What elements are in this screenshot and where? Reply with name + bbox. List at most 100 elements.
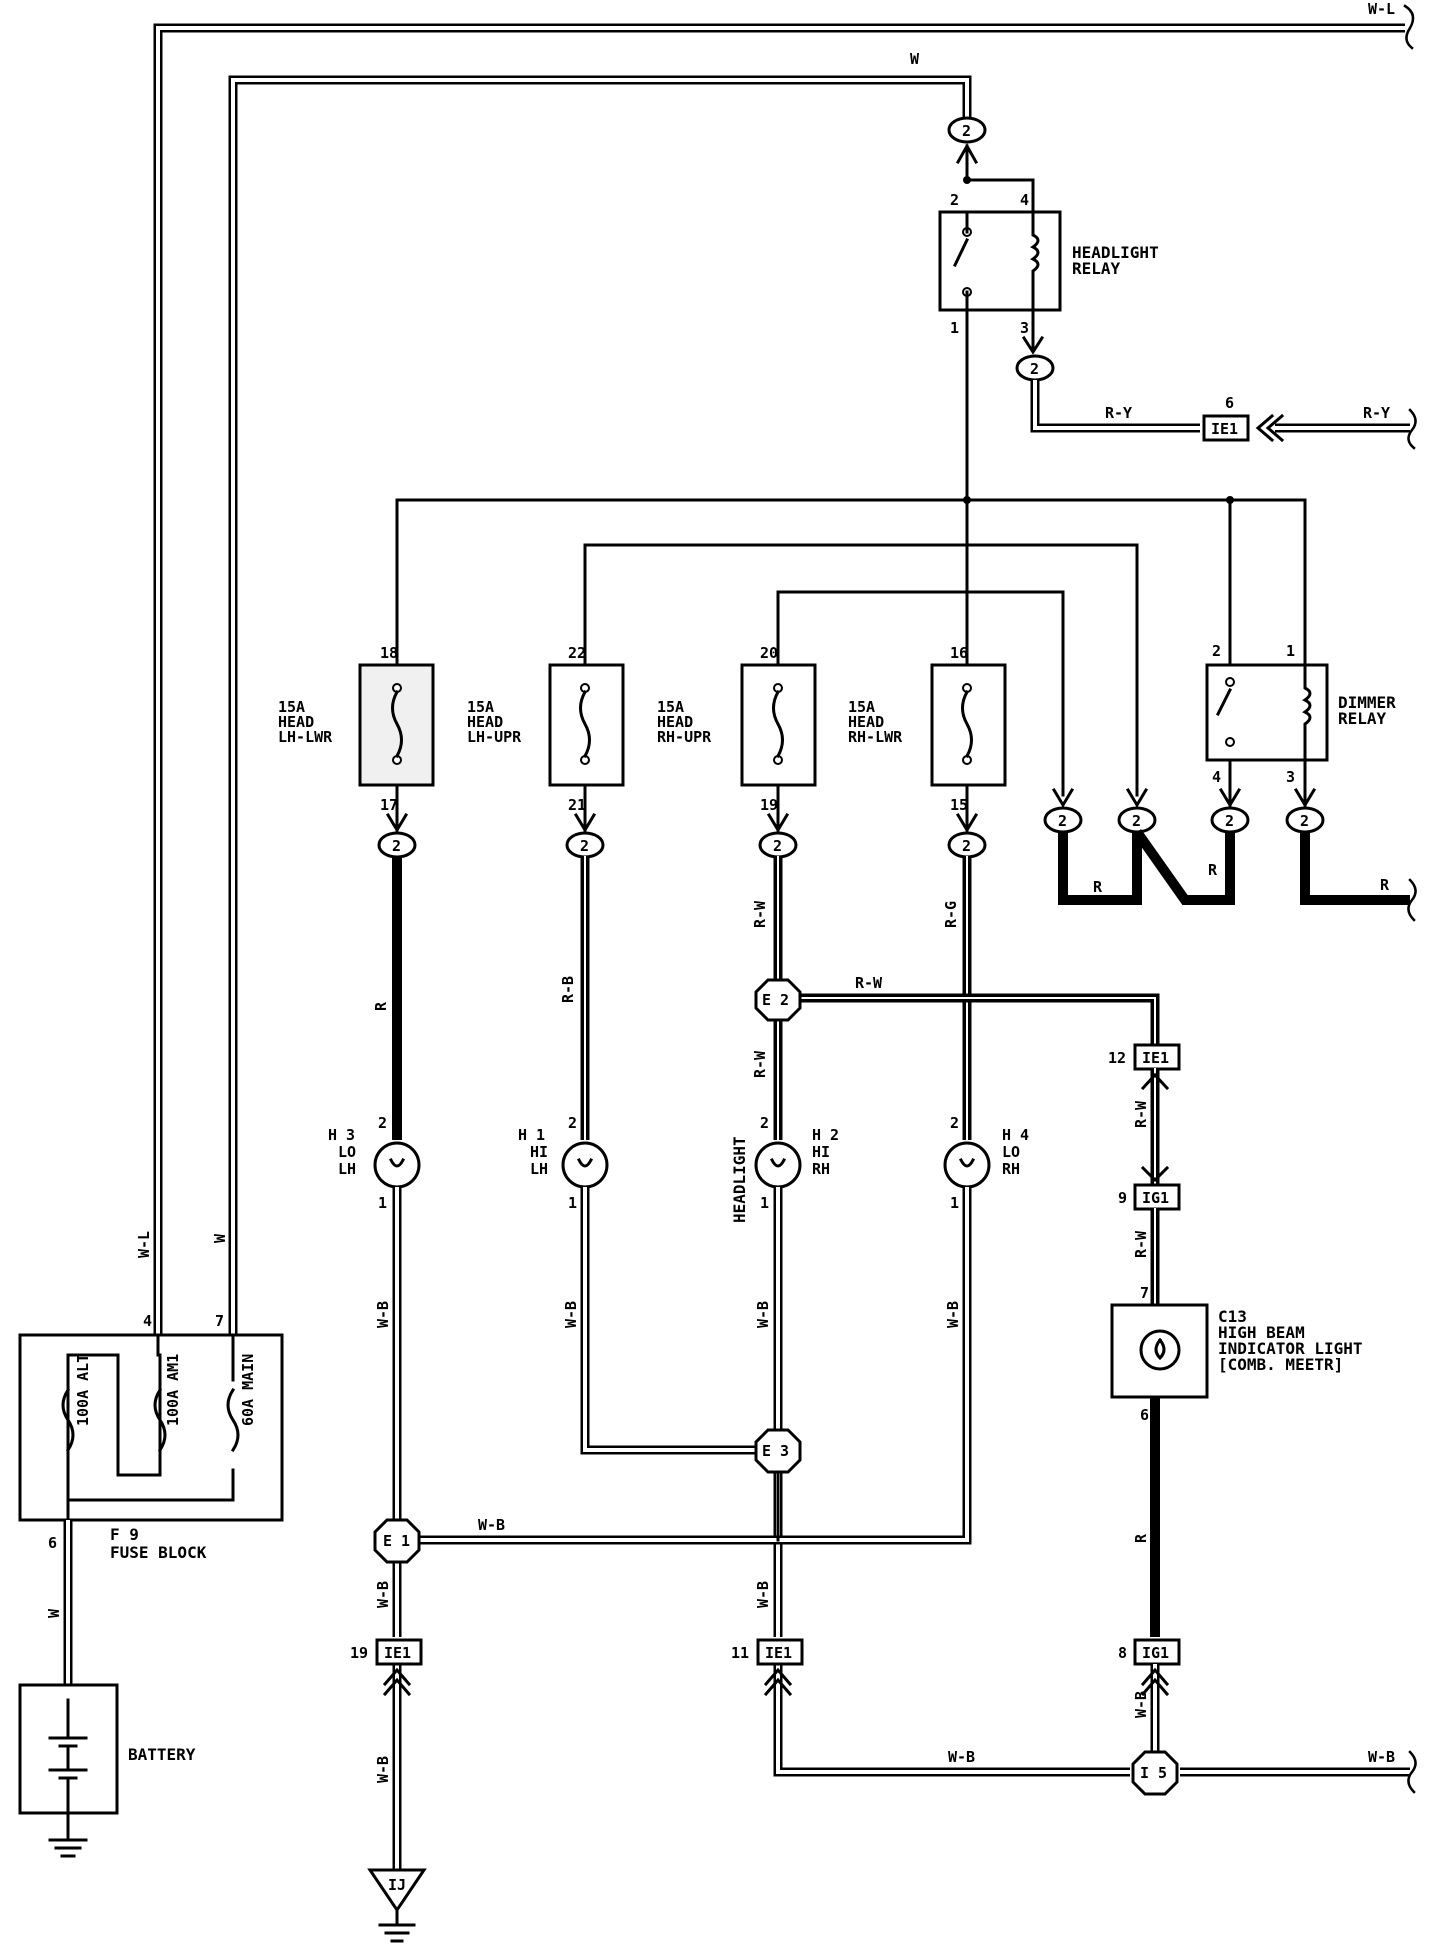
connector-ig1-mid: IG1 — [1133, 1183, 1181, 1211]
wire-label-rh-upr: R-W — [751, 900, 769, 928]
svg-text:2: 2 — [1300, 812, 1309, 830]
wire-label-dimmer-r1: R — [1093, 878, 1103, 896]
lamp-h4-pin-top: 2 — [950, 1114, 959, 1132]
wire-label-ig1-c13: R-W — [1132, 1230, 1150, 1258]
connector-arrow — [1255, 413, 1285, 443]
connector-ie1-top-pin: 6 — [1225, 394, 1234, 412]
continuation-mark — [1403, 4, 1415, 50]
fuse-block-fuse1: 100A ALT — [74, 1354, 92, 1426]
fuse-block-fuse2: 100A AM1 — [164, 1354, 182, 1426]
wire-label-e3-down: W-B — [754, 1581, 772, 1608]
hl-relay-pin3: 3 — [1020, 319, 1029, 337]
lamp-h2-pin-bot: 1 — [760, 1194, 769, 1212]
wire-label-ie1-ig1: R-W — [1132, 1100, 1150, 1128]
fuse-block-pin4: 4 — [143, 1312, 152, 1330]
splice-e1: E 1 — [373, 1518, 421, 1564]
wire-label-fuse-batt: W — [45, 1608, 63, 1618]
fuse-block-name: FUSE BLOCK — [110, 1543, 207, 1562]
dimmer-relay-pin4: 4 — [1212, 768, 1221, 786]
lamp-h3-pin-top: 2 — [378, 1114, 387, 1132]
svg-text:IJ: IJ — [388, 1876, 406, 1894]
splice-i5: I 5 — [1131, 1750, 1179, 1796]
connector-ig1-bottom-pin: 8 — [1118, 1644, 1127, 1662]
wire-label-c13-ig1: R — [1132, 1533, 1150, 1543]
fuse-rh-lwr-name: HEAD — [848, 713, 884, 731]
indicator-pin-top: 7 — [1140, 1284, 1149, 1302]
connector-ie1-top: IE1 — [1202, 414, 1250, 442]
indicator-l2: INDICATOR LIGHT — [1218, 1339, 1363, 1358]
dimmer-relay-label-1: DIMMER — [1338, 693, 1396, 712]
svg-text:E 3: E 3 — [762, 1442, 789, 1460]
svg-text:2: 2 — [773, 837, 782, 855]
svg-text:E 2: E 2 — [762, 991, 789, 1009]
arrows-up-connectors — [382, 1667, 1170, 1697]
wire-label-w-top: W — [910, 50, 920, 68]
dimmer-relay-pin3: 3 — [1286, 768, 1295, 786]
lamp-h3-pin-bot: 1 — [378, 1194, 387, 1212]
lamp-h1-pin-bot: 1 — [568, 1194, 577, 1212]
fuse-block-pin7: 7 — [215, 1312, 224, 1330]
headlight-group-label: HEADLIGHT — [730, 1136, 749, 1223]
fuse-rh-upr-pin-top: 20 — [760, 644, 778, 662]
fuse-rh-upr-amp: 15A — [657, 698, 684, 716]
fuse-rh-lwr-pin-top: 16 — [950, 644, 968, 662]
svg-text:E 1: E 1 — [383, 1532, 410, 1550]
hl-relay-label-2: RELAY — [1072, 259, 1121, 278]
wire-w-l-top — [153, 23, 1405, 1335]
lamp-h4-l2: RH — [1002, 1160, 1020, 1178]
lamp-h1 — [561, 1141, 609, 1189]
svg-text:2: 2 — [1030, 360, 1039, 378]
lamp-h4 — [943, 1141, 991, 1189]
fuse-rh-lwr-pin-bot: 15 — [950, 796, 968, 814]
wire-label-ig1-i5: W-B — [1132, 1691, 1150, 1718]
connector-ie1-left: IE1 — [375, 1638, 423, 1666]
wires-dimmer-r — [1058, 829, 1410, 905]
fuse-rh-upr-name: HEAD — [657, 713, 693, 731]
wire-label-w-l-top: W-L — [1368, 0, 1395, 18]
lamp-h4-l1: LO — [1002, 1143, 1020, 1161]
junction-rh-lwr: 2 — [947, 831, 987, 859]
fuse-lh-lwr-pin-top: 18 — [380, 644, 398, 662]
junction-rh-upr: 2 — [758, 831, 798, 859]
fuse-lh-upr-pin-bot: 21 — [568, 796, 586, 814]
lamp-h3 — [373, 1141, 421, 1189]
splice-e2: E 2 — [754, 978, 802, 1022]
wires-fuse-out — [395, 783, 969, 832]
wires-ground — [392, 1187, 1410, 1870]
wire-label-fuse-w-l: W-L — [135, 1231, 153, 1258]
dimmer-relay-pin1: 1 — [1286, 642, 1295, 660]
svg-text:IE1: IE1 — [384, 1644, 411, 1662]
fuse-lh-lwr-pos: LH-LWR — [278, 728, 333, 746]
junction-dimmer-b: 2 — [1117, 806, 1157, 834]
indicator-l3: [COMB. MEETR] — [1218, 1355, 1343, 1374]
wire-label-dimmer-r2: R — [1208, 861, 1218, 879]
splice-e3: E 3 — [754, 1428, 802, 1474]
lamp-h2-pin-top: 2 — [760, 1114, 769, 1132]
arrow-down — [1021, 335, 1045, 355]
wire-label-e1-down: W-B — [374, 1581, 392, 1608]
wire-w-top — [228, 75, 972, 1335]
wire-label-lh-lwr: R — [372, 1001, 390, 1011]
fuse-block-id: F 9 — [110, 1525, 139, 1544]
fuse-lh-upr-pos: LH-UPR — [467, 728, 522, 746]
wire-label-lh-lo-gnd: W-B — [374, 1301, 392, 1328]
svg-text:IG1: IG1 — [1142, 1189, 1169, 1207]
dimmer-relay-pin2: 2 — [1212, 642, 1221, 660]
fuse-lh-lwr — [358, 663, 435, 787]
arrows-down-dimmer — [1051, 787, 1317, 808]
fuse-lh-upr-amp: 15A — [467, 698, 494, 716]
connector-ie1-mid-pin: 12 — [1108, 1049, 1126, 1067]
svg-text:2: 2 — [392, 837, 401, 855]
node — [963, 496, 971, 504]
arrows-ie1-ig1 — [1140, 1072, 1170, 1183]
lamp-h4-id: H 4 — [1002, 1126, 1029, 1144]
fuse-lh-upr-pin-top: 22 — [568, 644, 586, 662]
junction-dimmer-a: 2 — [1043, 806, 1083, 834]
wire-label-rh-upr-2: R-W — [751, 1050, 769, 1078]
svg-text:2: 2 — [1225, 812, 1234, 830]
lamp-h1-id: H 1 — [518, 1126, 545, 1144]
lamp-h1-l2: LH — [530, 1160, 548, 1178]
svg-text:IE1: IE1 — [1211, 420, 1238, 438]
junction-dimmer-c: 2 — [1210, 806, 1250, 834]
lamp-h3-id: H 3 — [328, 1126, 355, 1144]
